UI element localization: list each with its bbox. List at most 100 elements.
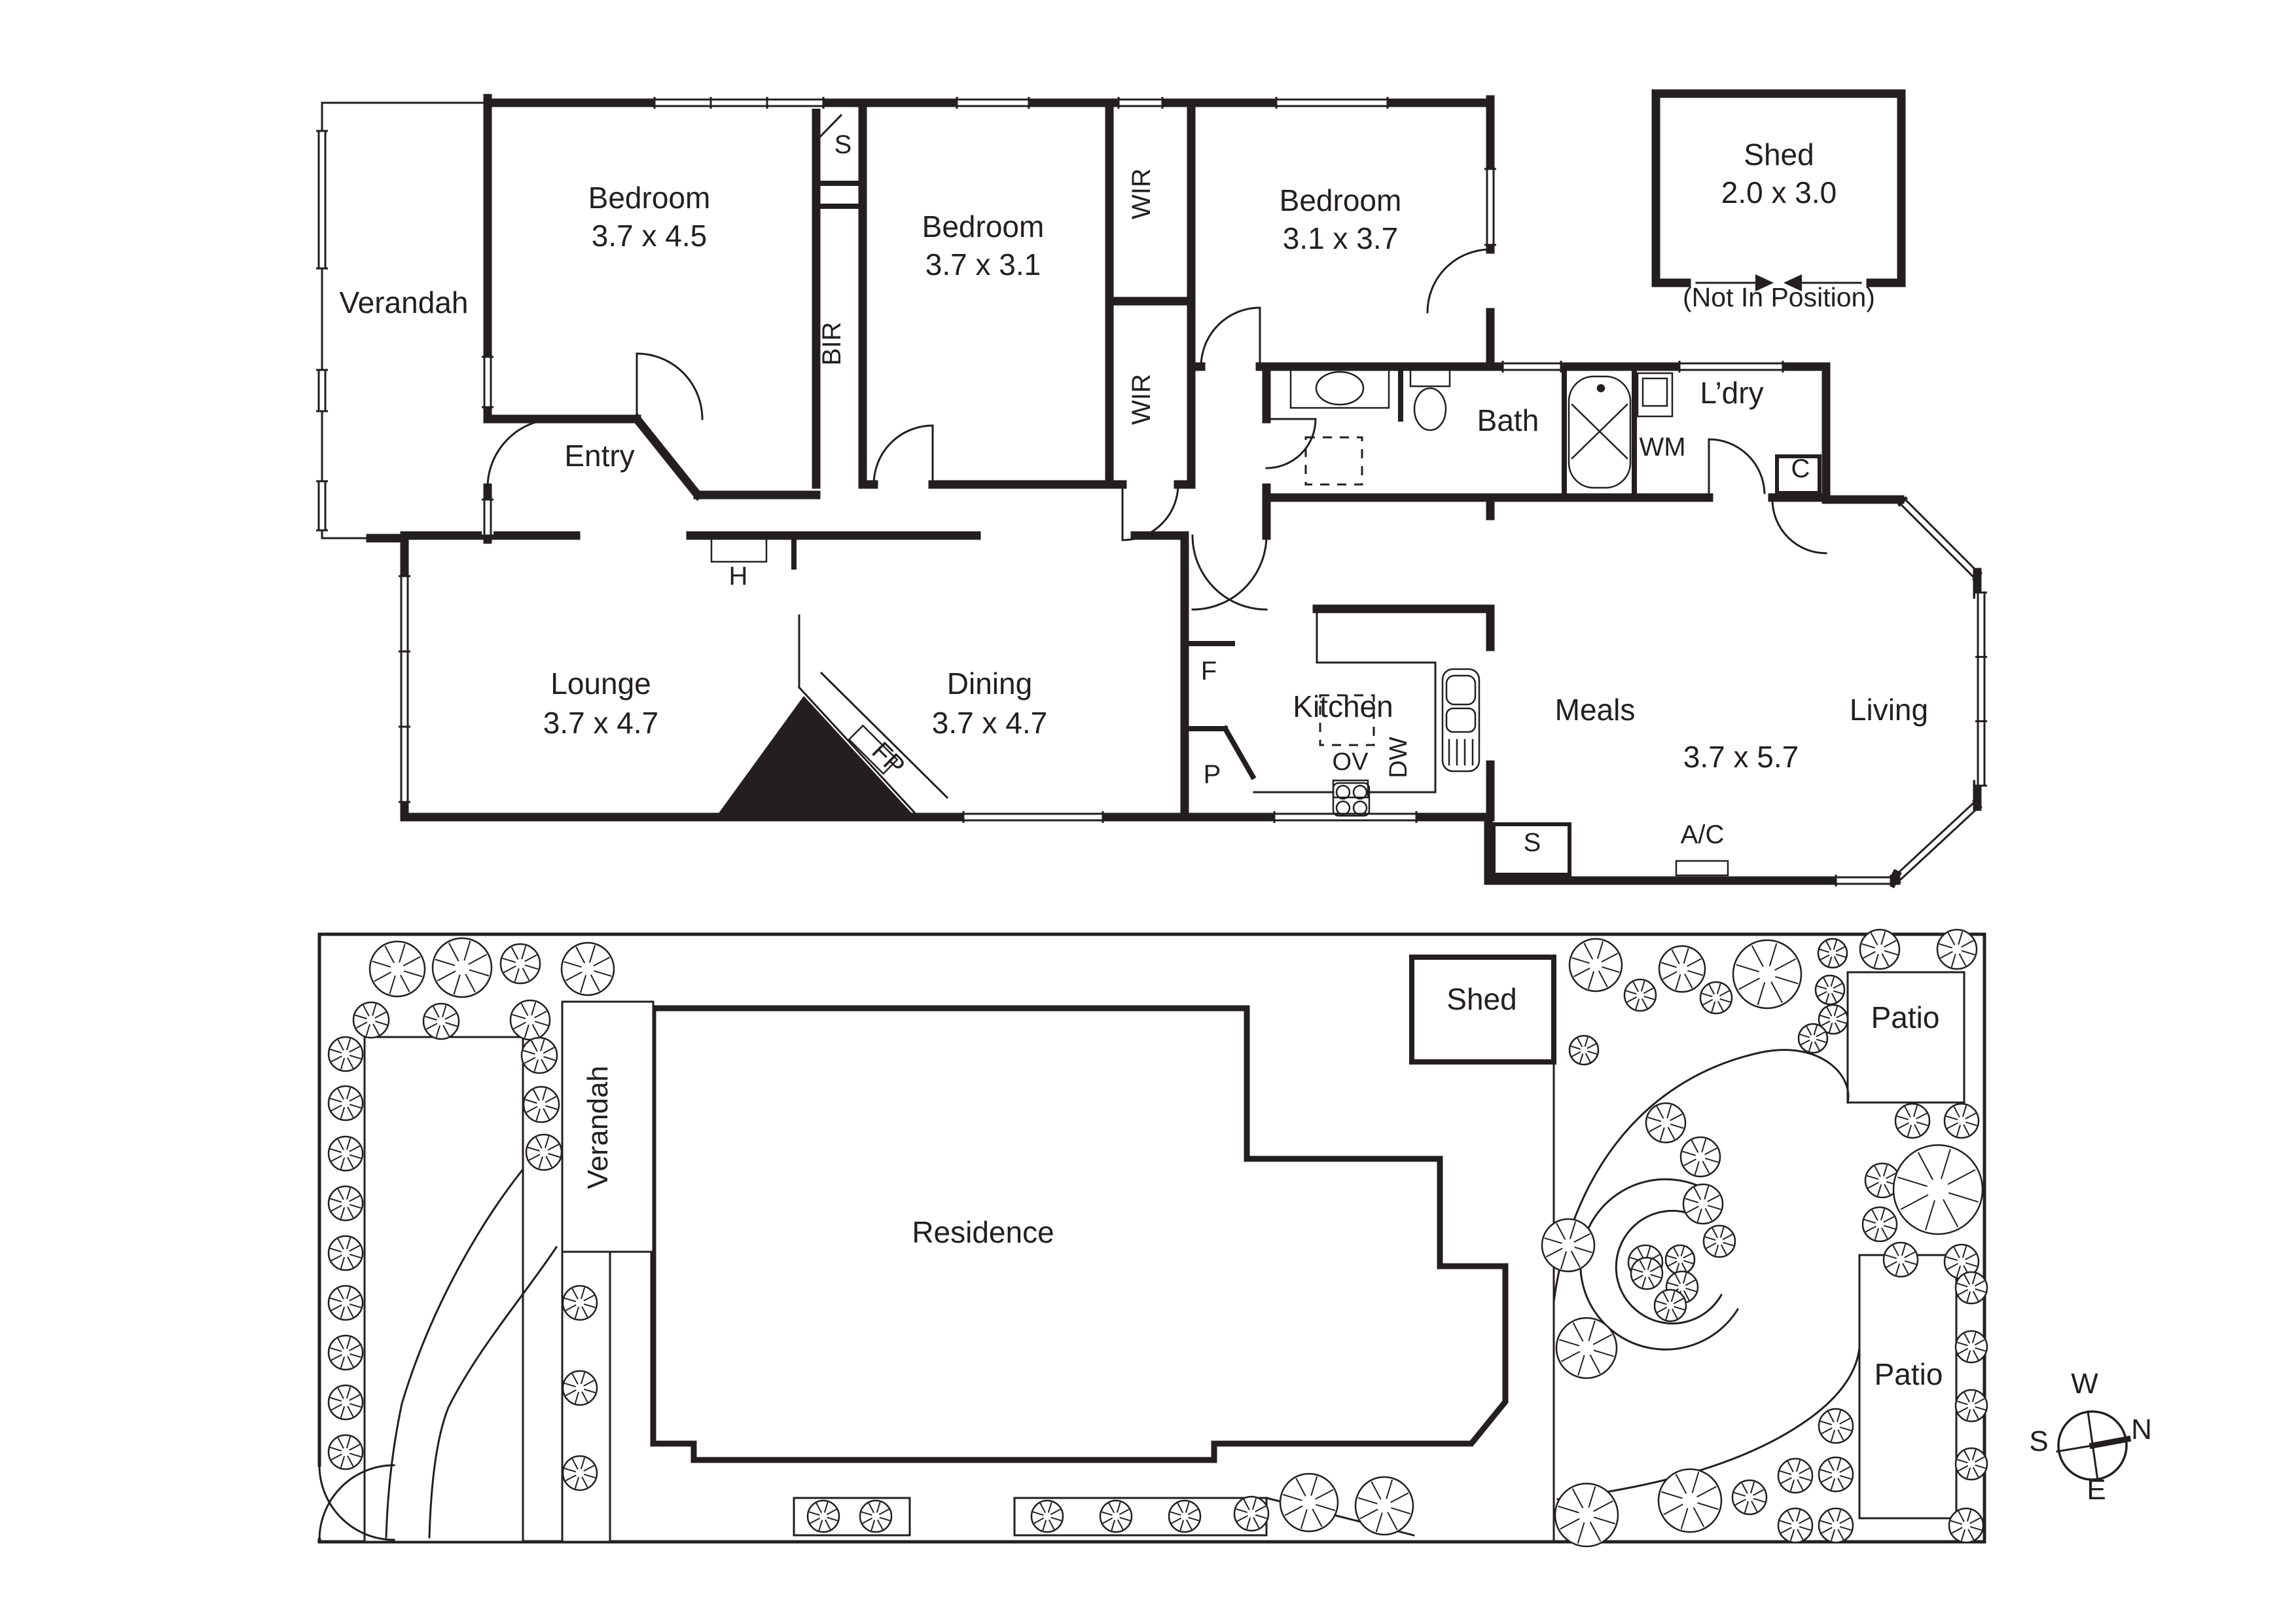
label-compass-s: S: [2029, 1425, 2048, 1457]
windows: [316, 97, 1987, 886]
tree-icon: [327, 1235, 364, 1271]
trees: [327, 928, 1988, 1548]
label-bedroom3-dims: 3.1 x 3.7: [1283, 221, 1398, 255]
tree-icon: [1702, 1224, 1736, 1258]
tree-icon: [1099, 1499, 1133, 1533]
tree-icon: [499, 943, 541, 985]
label-site-shed: Shed: [1446, 982, 1516, 1016]
tree-icon: [1954, 1330, 1988, 1364]
tree-icon: [509, 999, 551, 1041]
tree-icon: [1818, 1507, 1854, 1544]
label-meals-living-dims: 3.7 x 5.7: [1683, 740, 1799, 774]
tree-icon: [1168, 1499, 1202, 1533]
tree-icon: [1679, 1136, 1721, 1178]
label-hall-h: H: [729, 562, 748, 591]
tree-icon: [1699, 981, 1733, 1015]
label-bedroom3: Bedroom: [1280, 183, 1402, 217]
door-arcs: [486, 248, 1827, 611]
tree-icon: [1657, 1468, 1723, 1533]
tree-icon: [1818, 1456, 1854, 1493]
label-oven: OV: [1333, 748, 1369, 776]
label-bedroom1-dims: 3.7 x 4.5: [592, 219, 707, 253]
label-bath: Bath: [1477, 403, 1539, 437]
label-bedroom1: Bedroom: [588, 181, 711, 215]
tree-icon: [1555, 1317, 1618, 1379]
tree-icon: [1817, 938, 1848, 969]
tree-icon: [422, 1002, 460, 1040]
tree-icon: [368, 940, 426, 998]
label-bedroom2-dims: 3.7 x 3.1: [925, 247, 1041, 282]
label-meals: Meals: [1555, 693, 1636, 727]
tree-icon: [859, 1499, 893, 1533]
label-verandah: Verandah: [340, 285, 469, 319]
tree-icon: [1279, 1472, 1339, 1533]
tree-icon: [327, 1334, 364, 1371]
label-lounge-dims: 3.7 x 4.7: [543, 706, 658, 740]
label-site-verandah: Verandah: [582, 1066, 614, 1189]
tree-icon: [1943, 1103, 1980, 1139]
label-wm: WM: [1639, 433, 1685, 462]
tree-icon: [1777, 1507, 1814, 1544]
tree-icon: [1864, 1162, 1901, 1199]
fixtures: [710, 274, 1821, 877]
label-pantry: P: [1204, 760, 1221, 789]
tree-icon: [1892, 1144, 1984, 1235]
label-compass-e: E: [2087, 1474, 2106, 1506]
label-compass-n: N: [2131, 1413, 2152, 1446]
tree-icon: [1948, 1507, 1984, 1544]
tree-icon: [562, 1455, 598, 1491]
tree-icon: [1936, 928, 1978, 970]
tree-icon: [1797, 1023, 1829, 1054]
tree-icon: [1777, 1457, 1814, 1494]
label-ac: A/C: [1681, 820, 1725, 849]
tree-icon: [1354, 1476, 1414, 1536]
tree-icon: [1658, 945, 1706, 993]
tree-icon: [520, 1036, 558, 1074]
tree-icon: [327, 1185, 364, 1222]
label-site-patio-bottom: Patio: [1874, 1357, 1943, 1391]
tree-icon: [1568, 1034, 1600, 1066]
walls: [321, 89, 1982, 888]
label-bedroom2: Bedroom: [922, 210, 1045, 244]
tree-icon: [806, 1499, 840, 1533]
tree-icon: [1030, 1499, 1064, 1533]
label-shed-note: (Not In Position): [1683, 282, 1875, 312]
label-cupboard-c: C: [1791, 454, 1810, 483]
tree-icon: [1645, 1102, 1687, 1144]
tree-icon: [562, 1285, 598, 1321]
label-shed-dims: 2.0 x 3.0: [1721, 175, 1837, 210]
tree-icon: [327, 1135, 364, 1172]
label-dining: Dining: [947, 666, 1032, 701]
tree-icon: [1554, 1482, 1619, 1548]
tree-icon: [327, 1036, 364, 1072]
tree-icon: [1541, 1218, 1596, 1273]
label-wir-top: WIR: [1127, 168, 1156, 219]
label-lounge: Lounge: [550, 666, 651, 701]
tree-icon: [1859, 928, 1901, 970]
compass-icon: [2056, 1410, 2132, 1482]
label-dining-dims: 3.7 x 4.7: [932, 706, 1047, 740]
tree-icon: [1731, 1479, 1768, 1516]
label-fridge: F: [1201, 657, 1217, 685]
label-dishwasher: DW: [1385, 737, 1412, 778]
tree-icon: [1954, 1271, 1988, 1305]
tree-icon: [1630, 1256, 1664, 1290]
label-bir: BIR: [817, 322, 846, 366]
tree-icon: [1954, 1447, 1988, 1481]
tree-icon: [327, 1285, 364, 1321]
tree-icon: [327, 1085, 364, 1122]
tree-icon: [1894, 1103, 1931, 1139]
tree-icon: [1818, 1408, 1854, 1444]
label-site-residence: Residence: [912, 1215, 1054, 1249]
label-laundry: L’dry: [1700, 376, 1763, 410]
tree-icon: [352, 1001, 390, 1039]
label-closet-s: S: [834, 130, 852, 159]
tree-icon: [1664, 1244, 1696, 1275]
label-shed: Shed: [1744, 137, 1814, 172]
tree-icon: [522, 1085, 560, 1123]
label-site-patio-top: Patio: [1871, 1000, 1940, 1034]
